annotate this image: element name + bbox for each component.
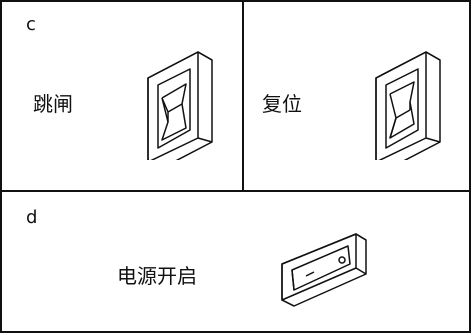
trip-switch-icon [147,51,213,160]
trip-caption: 跳闸 [33,92,73,116]
panel-d-label: d [26,207,38,228]
reset-caption: 复位 [262,92,302,116]
reset-switch-icon [375,51,441,160]
power-switch-icon [281,233,367,307]
panel-c-label: c [26,14,36,35]
power-on-caption: 电源开启 [117,264,197,288]
panel-divider-vertical [242,0,244,190]
panel-divider-horizontal [0,190,471,192]
